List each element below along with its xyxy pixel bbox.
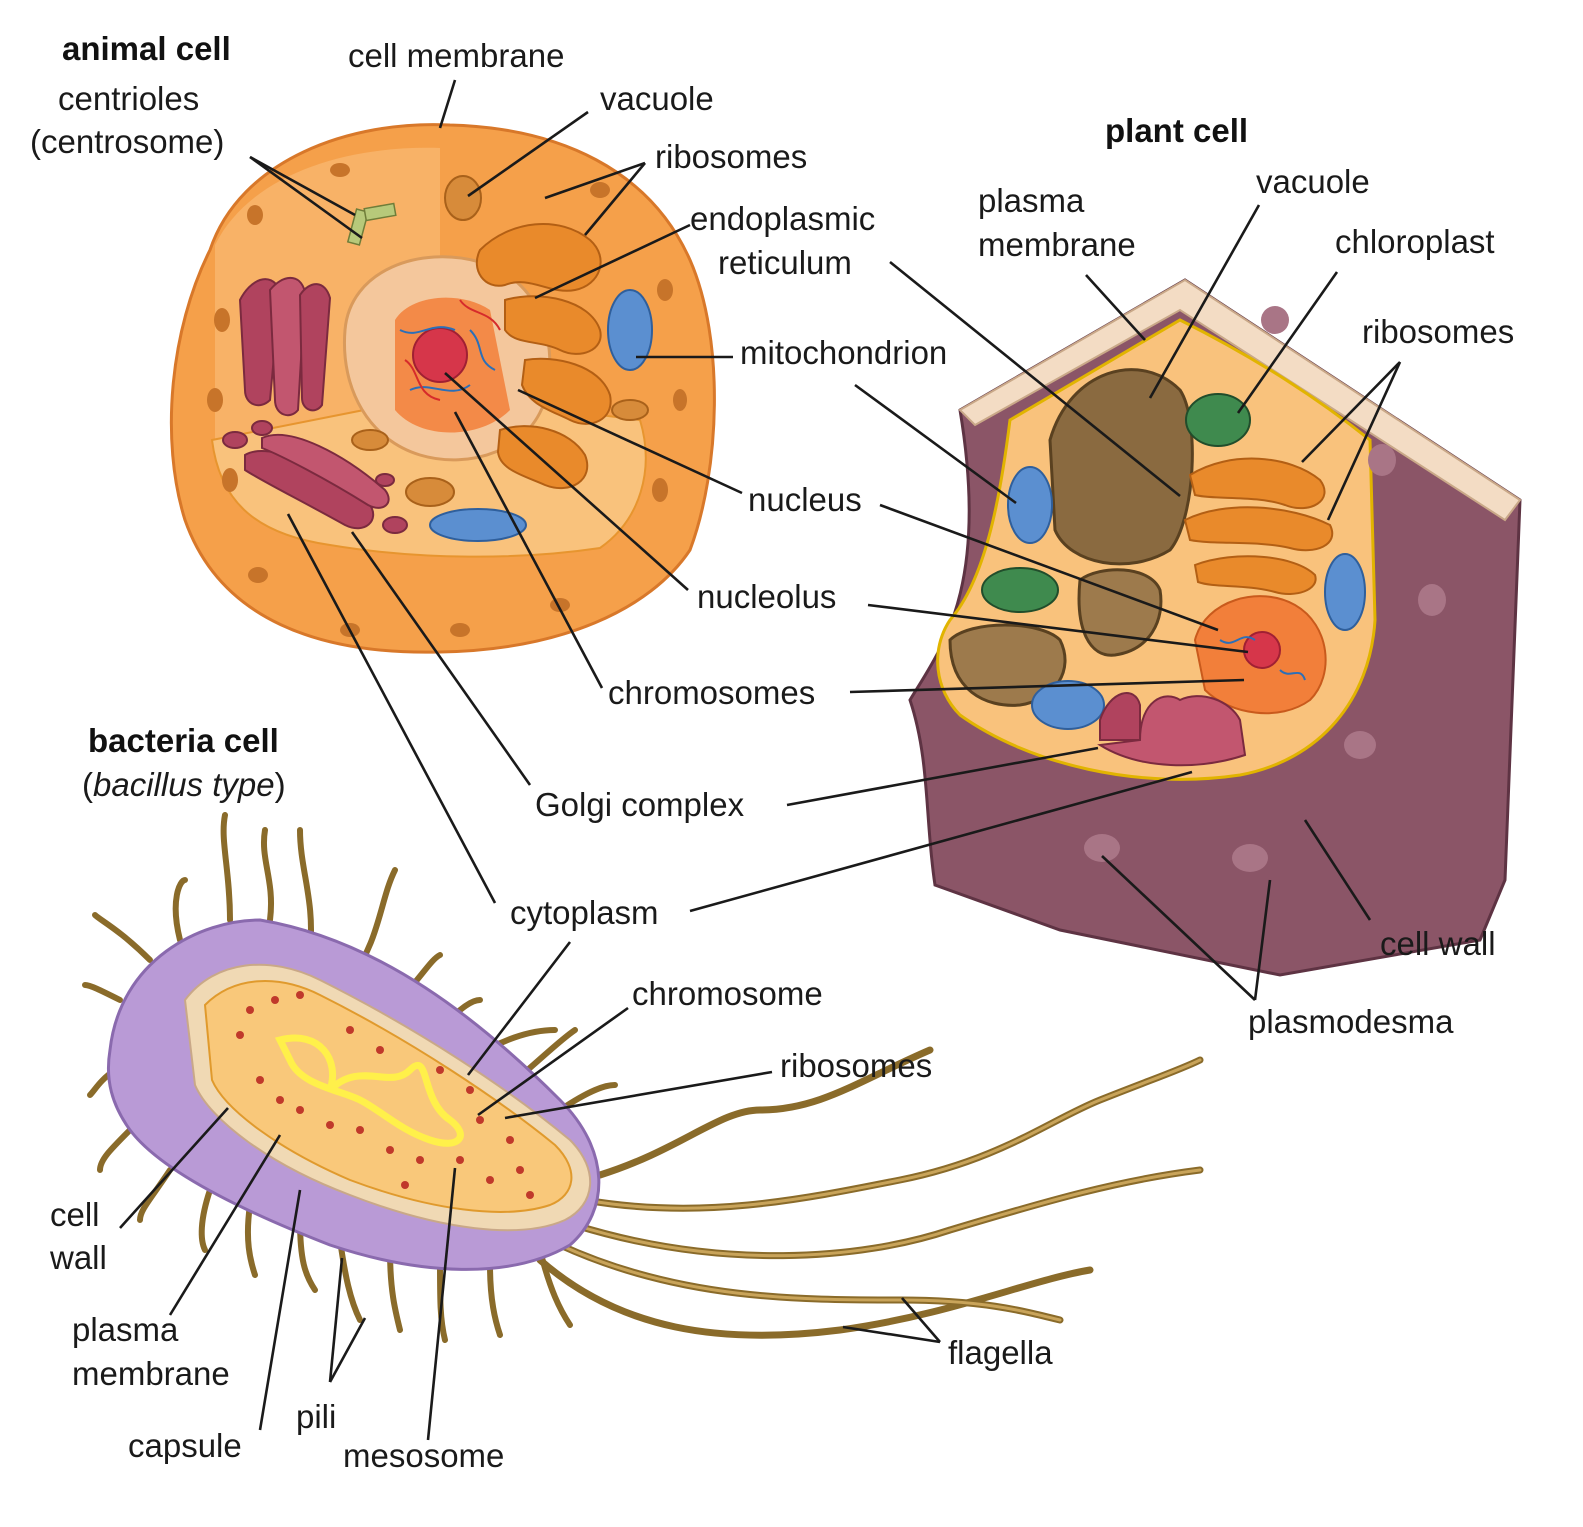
label-chromosomes: chromosomes [608,674,815,711]
label-plant-cell-wall: cell wall [1380,925,1496,962]
plant-cell-title: plant cell [1105,112,1248,149]
label-cytoplasm: cytoplasm [510,894,659,931]
label-chloroplast: chloroplast [1335,223,1495,260]
plant-mitochondria [1007,466,1366,730]
label-golgi-complex: Golgi complex [535,786,745,823]
label-pili: pili [296,1398,336,1435]
label-plant-plasma: plasma [978,182,1085,219]
bacteria-cell-subtitle: (bacillus type) [82,766,286,803]
plant-nucleus [1193,595,1327,715]
bacteria-flagella [536,1046,1204,1339]
label-bacteria-wall: wall [49,1239,107,1276]
animal-centrioles [346,202,397,246]
bacteria-chromosome [274,1034,464,1147]
bacteria-ribosomes [236,991,534,1199]
label-centrioles: centrioles [58,80,199,117]
animal-cell-illustration [169,123,716,654]
label-animal-ribosomes: ribosomes [655,138,807,175]
animal-mitochondria [429,289,653,542]
label-reticulum: reticulum [718,244,852,281]
label-chromosome: chromosome [632,975,823,1012]
animal-golgi-bottom [222,420,408,534]
bacteria-cell-title: bacteria cell [88,722,279,759]
subtitle-bacillus-type: bacillus type [93,766,275,803]
label-plant-membrane: membrane [978,226,1136,263]
label-capsule: capsule [128,1427,242,1464]
animal-cell-title: animal cell [62,30,231,67]
animal-golgi-left [238,276,332,417]
subtitle-close-paren: ) [275,766,286,803]
label-animal-vacuole: vacuole [600,80,714,117]
label-plasmodesma: plasmodesma [1248,1003,1454,1040]
label-bacteria-ribosomes: ribosomes [780,1047,932,1084]
plant-chloroplasts [981,393,1251,613]
label-endoplasmic: endoplasmic [690,200,875,237]
label-mesosome: mesosome [343,1437,504,1474]
bacteria-cell-illustration [82,812,1204,1343]
animal-nucleolus [412,327,468,383]
label-nucleolus: nucleolus [697,578,836,615]
label-plant-ribosomes: ribosomes [1362,313,1514,350]
label-plant-vacuole: vacuole [1256,163,1370,200]
leader-lines [119,79,1402,1441]
label-bacteria-plasma: plasma [72,1311,179,1348]
animal-vacuoles [351,175,649,507]
plant-endoplasmic-reticulum [1183,457,1334,595]
plant-plasmodesma-pits [1084,306,1446,872]
plant-cell-illustration [908,278,1522,977]
label-bacteria-cell: cell [50,1196,100,1233]
subtitle-open-paren: ( [82,766,93,803]
label-bacteria-membrane: membrane [72,1355,230,1392]
plant-golgi [1097,692,1247,767]
label-mitochondrion: mitochondrion [740,334,947,371]
label-nucleus: nucleus [748,481,862,518]
label-cell-membrane: cell membrane [348,37,564,74]
label-centrosome: (centrosome) [30,123,224,160]
plant-wall-top-edge [958,278,1522,522]
label-flagella: flagella [948,1334,1053,1371]
